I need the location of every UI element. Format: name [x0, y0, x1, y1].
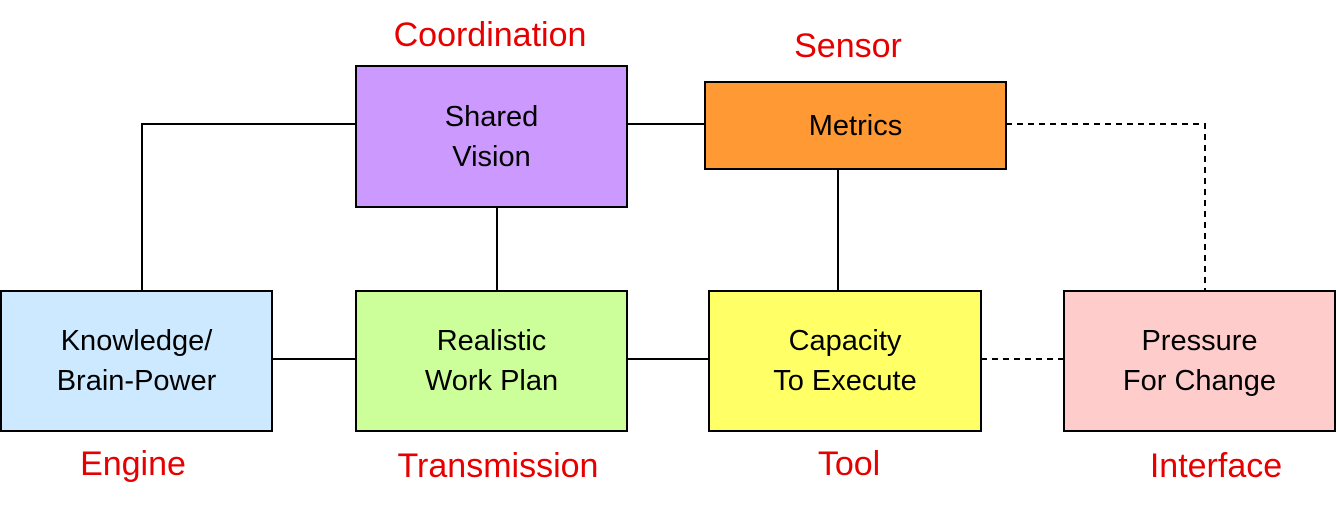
link-vision-knowledge	[141, 123, 355, 291]
capacity-line-2: To Execute	[773, 365, 917, 397]
work-plan-line-1: Realistic	[436, 325, 547, 357]
role-transmission: Transmission	[397, 447, 599, 485]
knowledge-line-1: Knowledge/	[60, 325, 213, 357]
work-plan-box: Realistic Work Plan	[355, 290, 628, 432]
capacity-line-1: Capacity	[788, 325, 902, 357]
pressure-line-2: For Change	[1122, 365, 1277, 397]
metrics-line-1: Metrics	[808, 109, 903, 142]
metrics-box: Metrics	[704, 81, 1007, 170]
role-coordination: Coordination	[393, 16, 587, 54]
shared-vision-line-1: Shared	[444, 100, 539, 133]
role-engine: Engine	[80, 445, 186, 483]
role-interface: Interface	[1149, 447, 1283, 485]
pressure-box: Pressure For Change	[1063, 290, 1336, 432]
knowledge-line-2: Brain-Power	[56, 365, 217, 397]
capacity-box: Capacity To Execute	[708, 290, 982, 432]
role-tool: Tool	[817, 445, 881, 483]
shared-vision-line-2: Vision	[452, 140, 531, 173]
work-plan-line-2: Work Plan	[424, 365, 559, 397]
knowledge-box: Knowledge/ Brain-Power	[0, 290, 273, 432]
link-metrics-pressure-dashed	[1006, 123, 1206, 291]
role-sensor: Sensor	[794, 27, 902, 65]
pressure-line-1: Pressure	[1141, 325, 1258, 357]
shared-vision-box: Shared Vision	[355, 65, 628, 208]
